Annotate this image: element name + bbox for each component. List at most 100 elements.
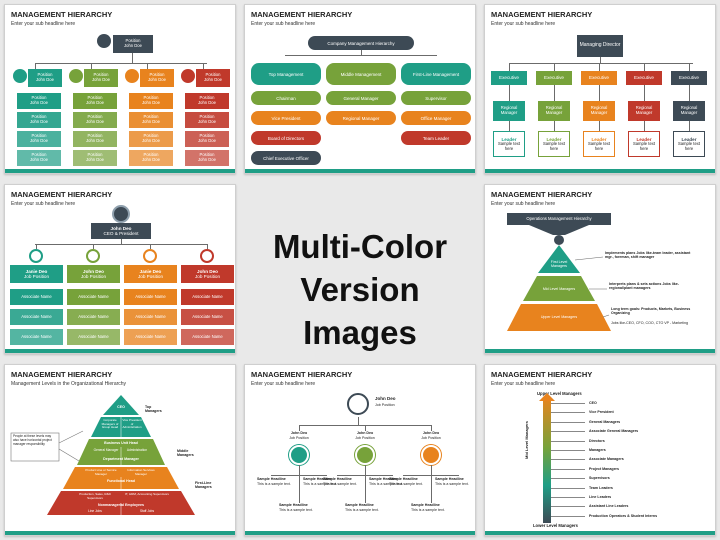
line-jobs: Line Jobs	[88, 509, 102, 513]
mid-role: Job Position	[289, 436, 309, 440]
first-line-item: Team Leader	[401, 131, 471, 145]
center-caption: Multi-Color Version Images	[240, 226, 480, 355]
lower-level-label: Lower Level Managers	[533, 523, 578, 528]
position-cell-name: John Doe	[142, 119, 160, 124]
position-cell-label: Position	[87, 95, 103, 101]
top-management-item: Board of Directors	[251, 131, 321, 145]
sample-headline: Sample Headline	[303, 477, 332, 481]
position-cell-name: John Doe	[30, 100, 48, 105]
mid-avatar	[355, 445, 375, 465]
member-name: John Deo	[83, 268, 104, 274]
role-connector	[551, 403, 585, 404]
column-head-name: John Doe	[148, 77, 166, 82]
leader-label: Leader	[501, 136, 517, 142]
member-role: Job Position	[194, 274, 221, 279]
slide-ceo-associates[interactable]: MANAGEMENT HIERARCHY Enter your sub head…	[4, 184, 236, 354]
position-cell-label: Position	[87, 152, 103, 158]
position-cell-name: John Doe	[30, 119, 48, 124]
position-cell-label: Position	[199, 95, 215, 101]
leader-sample-text: Sample text here	[677, 140, 701, 151]
sample-headline: Sample Headline	[257, 477, 286, 481]
slide-operations-pyramid[interactable]: MANAGEMENT HIERARCHY Enter your sub head…	[484, 184, 716, 354]
member-avatar	[200, 249, 214, 263]
slide-managing-director[interactable]: MANAGEMENT HIERARCHY Enter your sub head…	[484, 4, 716, 174]
position-cell-name: John Doe	[142, 157, 160, 162]
regional-manager-box: Regional Manager	[628, 101, 660, 121]
member-name: Janie Deo	[139, 268, 162, 274]
position-cell-label: Position	[143, 114, 159, 120]
functional-head: Functional Head	[107, 479, 135, 483]
slide-subtitle: Enter your sub headline here	[11, 201, 76, 207]
top-management-item: Vice President	[251, 111, 321, 125]
mid-name: John Deo	[422, 431, 440, 435]
sample-headline: Sample Headline	[435, 477, 464, 481]
regional-manager-box: Regional Manager	[583, 101, 615, 121]
middle-management-item: Regional Manager	[326, 111, 396, 125]
role-connector	[551, 431, 585, 433]
column-head-name: John Doe	[92, 77, 110, 82]
slide-position-tree[interactable]: MANAGEMENT HIERARCHY Enter your sub head…	[4, 4, 236, 174]
note-first: Implements plans Jobs like-team leader, …	[605, 251, 691, 260]
slide-title: MANAGEMENT HIERARCHY	[491, 370, 593, 379]
slide-title: MANAGEMENT HIERARCHY	[491, 190, 593, 199]
label-middle-managers: Middle Managers	[177, 449, 194, 458]
slide-title: MANAGEMENT HIERARCHY	[251, 10, 353, 19]
slide-management-levels-pyramid[interactable]: MANAGEMENT HIERARCHY Management Levels i…	[4, 364, 236, 536]
role-label: Supervisors	[589, 476, 610, 481]
mid-name: John Deo	[356, 431, 374, 435]
func-right: IT, HRM, Accounting Supervisors	[125, 492, 169, 496]
ceo-name: John Deo	[110, 225, 132, 231]
member-name: John Deo	[197, 268, 218, 274]
staff-jobs: Staff Jobs	[139, 509, 155, 513]
position-cell-name: John Doe	[198, 119, 216, 124]
level-first: First Level Managers	[550, 260, 568, 269]
executive-box: Executive	[626, 71, 662, 85]
column-head-label: Position	[149, 72, 165, 78]
role-label: Project Managers	[589, 466, 619, 471]
position-cell-name: John Doe	[30, 157, 48, 162]
position-cell-name: John Doe	[198, 100, 216, 105]
member-avatar	[86, 249, 100, 263]
leader-label: Leader	[591, 136, 607, 142]
position-cell-name: John Doe	[86, 119, 104, 124]
associate-cell: Associate Name	[181, 289, 234, 305]
operations-header: Operations Management Hierarchy	[507, 213, 611, 225]
slide-sample-headlines[interactable]: MANAGEMENT HIERARCHY Enter your sub head…	[244, 364, 476, 536]
col-middle-management: Middle Management	[326, 63, 396, 85]
sample-headline: Sample Headline	[279, 503, 308, 507]
slide-company-management[interactable]: MANAGEMENT HIERARCHY Enter your sub head…	[244, 4, 476, 174]
member-role: Job Position	[23, 274, 50, 279]
sample-text: This is a sample text.	[303, 482, 337, 486]
role-connector	[551, 412, 585, 414]
role-label: General Managers	[589, 419, 621, 424]
role-connector	[551, 450, 585, 451]
mid-avatar	[421, 445, 441, 465]
callout-text: People at these levels may also have hor…	[13, 434, 52, 446]
upper-level-label: Upper Level Managers	[537, 391, 582, 396]
column-avatar	[13, 69, 27, 83]
role-label: Directors	[589, 438, 605, 443]
column-avatar	[181, 69, 195, 83]
leader-label: Leader	[546, 136, 562, 142]
label-first-line-managers: First-Line Managers	[195, 481, 212, 490]
role-label: Production Operators & Student Interns	[589, 513, 658, 518]
note-upper-sub: Jobs like-CEO, CFO, COO, CTO VP - Market…	[611, 321, 688, 325]
note-mid: Interprets plans & sets actions Jobs lik…	[609, 282, 679, 291]
ceo-avatar	[112, 205, 130, 223]
role-connector	[551, 497, 585, 498]
slide-level-ladder[interactable]: MANAGEMENT HIERARCHY Enter your sub head…	[484, 364, 716, 536]
leader-label: Leader	[681, 136, 697, 142]
administration: Administration	[126, 448, 148, 452]
regional-manager-box: Regional Manager	[673, 101, 705, 121]
